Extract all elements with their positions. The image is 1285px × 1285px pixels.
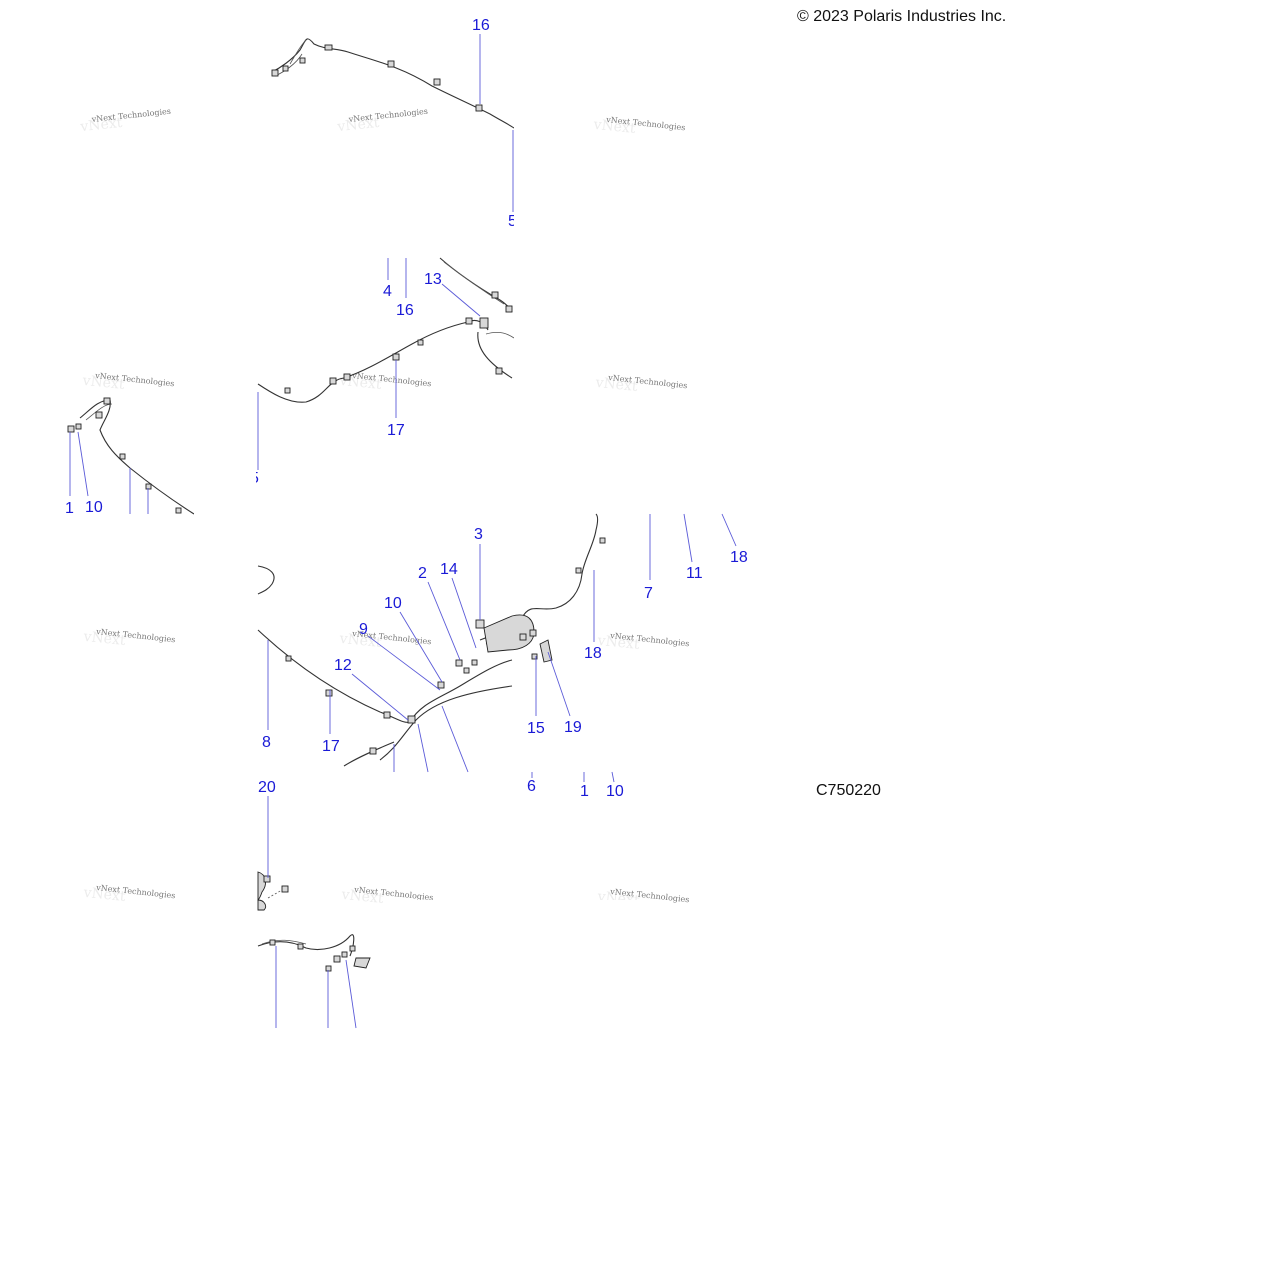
svg-text:vNext: vNext	[336, 115, 381, 135]
svg-text:vNext: vNext	[594, 375, 639, 395]
callout-13: 13	[424, 271, 442, 288]
callout-6: 6	[527, 778, 536, 795]
watermark: vNext Technologies	[90, 107, 171, 124]
callout-15: 15	[527, 720, 545, 737]
callout-7: 7	[644, 585, 653, 602]
tile-middle-brake-line: 4 16 13 17 5	[230, 257, 515, 500]
callout-17: 17	[387, 422, 405, 439]
copyright-notice: © 2023 Polaris Industries Inc.	[797, 8, 1007, 25]
callout-4: 4	[383, 283, 392, 300]
tile-left-fragment: 1 10	[65, 397, 195, 517]
callout-10: 10	[384, 595, 402, 612]
callout-5: 5	[508, 213, 517, 230]
callout-17: 17	[322, 738, 340, 755]
svg-text:vNext: vNext	[79, 115, 124, 135]
callout-19: 19	[564, 719, 582, 736]
svg-text:vNext: vNext	[338, 631, 383, 651]
tile-lower-fragment: 20	[257, 779, 371, 1029]
callout-8: 8	[262, 734, 271, 751]
callout-12: 12	[334, 657, 352, 674]
svg-text:vNext: vNext	[82, 629, 127, 649]
watermark: vNext Technologies	[347, 107, 428, 124]
svg-text:vNext: vNext	[592, 117, 637, 137]
callout-10: 10	[606, 783, 624, 800]
tile-top-brake-line: 16 5	[271, 17, 544, 240]
callout-20: 20	[258, 779, 276, 796]
callout-10: 10	[85, 499, 103, 516]
callout-2: 2	[418, 565, 427, 582]
callout-18: 18	[584, 645, 602, 662]
callout-3: 3	[474, 526, 483, 543]
svg-text:vNext: vNext	[82, 885, 127, 905]
callout-11: 11	[686, 565, 703, 582]
callout-1: 1	[65, 500, 74, 517]
callout-9: 9	[359, 621, 368, 638]
svg-text:vNext: vNext	[596, 633, 641, 653]
svg-text:vNext: vNext	[81, 373, 126, 393]
callout-14: 14	[440, 561, 458, 578]
diagram-id: C750220	[816, 782, 881, 799]
callout-18: 18	[730, 549, 748, 566]
tile-master-cylinder: 3 2 14 10 9 12 8 17 7 11 18 18 15 19 6 1…	[257, 513, 748, 800]
callout-16: 16	[396, 302, 414, 319]
callout-1: 1	[580, 783, 589, 800]
callout-16: 16	[472, 17, 490, 34]
svg-text:vNext: vNext	[340, 887, 385, 907]
